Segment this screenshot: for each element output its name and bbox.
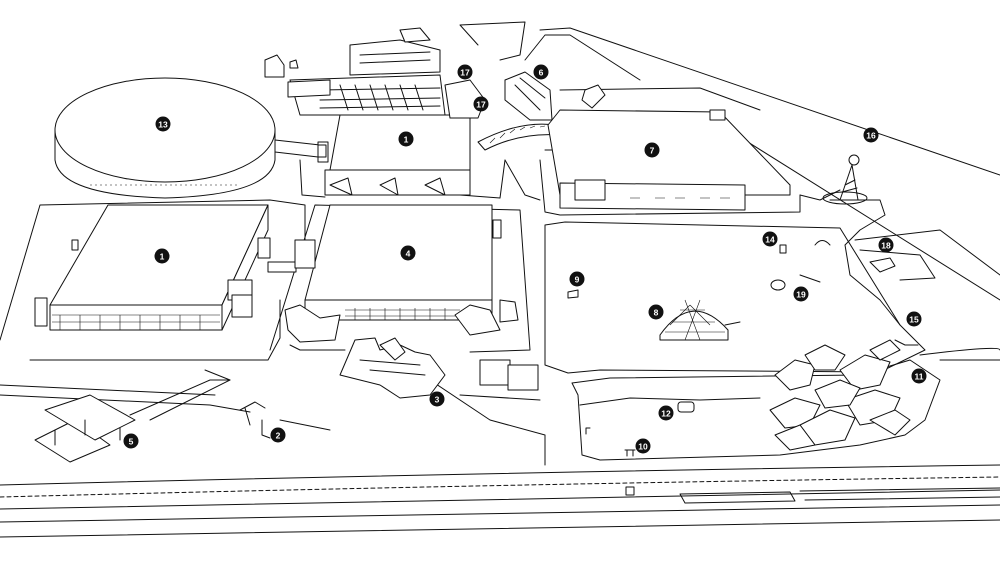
building-6-firestation[interactable]	[504, 71, 553, 121]
marker-12[interactable]: 12	[658, 405, 674, 421]
marker-circle	[644, 142, 660, 158]
building-13-arena[interactable]	[54, 77, 329, 199]
marker-9[interactable]: 9	[569, 271, 585, 287]
object-12[interactable]	[677, 401, 695, 413]
marker-circle	[457, 64, 473, 80]
marker-label: 10	[638, 442, 648, 452]
marker-label: 1	[404, 135, 409, 145]
marker-label: 5	[129, 437, 134, 447]
object-14[interactable]	[779, 244, 787, 254]
marker-circle	[648, 304, 664, 320]
marker-13[interactable]: 13	[155, 116, 171, 132]
marker-18[interactable]: 18	[878, 237, 894, 253]
marker-16[interactable]: 16	[863, 127, 879, 143]
north-complex[interactable]	[264, 27, 486, 119]
marker-label: 1	[160, 252, 165, 262]
object-18[interactable]	[869, 257, 896, 273]
marker-label: 14	[765, 235, 775, 245]
marker-10[interactable]: 10	[635, 438, 651, 454]
object-15[interactable]	[894, 339, 919, 346]
marker-label: 6	[539, 68, 544, 78]
building-1-hall-west[interactable]	[34, 204, 297, 331]
marker-circle	[569, 271, 585, 287]
marker-circle	[906, 311, 922, 327]
marker-circle	[911, 368, 927, 384]
marker-circle	[658, 405, 674, 421]
marker-5[interactable]: 5	[123, 433, 139, 449]
marker-label: 13	[158, 120, 168, 130]
marker-8[interactable]: 8	[648, 304, 664, 320]
marker-circle	[398, 131, 414, 147]
marker-label: 17	[460, 68, 470, 78]
building-5-pavilion[interactable]	[34, 369, 231, 463]
marker-6[interactable]: 6	[533, 64, 549, 80]
marker-15[interactable]: 15	[906, 311, 922, 327]
marker-circle	[635, 438, 651, 454]
marker-circle	[270, 427, 286, 443]
building-7-hall-east[interactable]	[547, 84, 791, 211]
object-9[interactable]	[567, 289, 579, 299]
marker-label: 3	[435, 395, 440, 405]
marker-label: 18	[881, 241, 891, 251]
marker-label: 2	[276, 431, 281, 441]
marker-19[interactable]: 19	[793, 286, 809, 302]
marker-circle	[123, 433, 139, 449]
object-19[interactable]	[770, 274, 821, 291]
marker-label: 11	[915, 372, 924, 382]
marker-1a[interactable]: 1	[154, 248, 170, 264]
tower-16[interactable]	[822, 154, 868, 205]
building-1-hall-north[interactable]	[317, 114, 471, 196]
object-arc	[814, 240, 831, 246]
marker-11[interactable]: 11	[911, 368, 927, 384]
marker-label: 16	[866, 131, 876, 141]
marker-4[interactable]: 4	[400, 245, 416, 261]
marker-label: 12	[661, 409, 671, 419]
marker-circle	[155, 116, 171, 132]
building-4-hall-central[interactable]	[284, 204, 519, 343]
building-3-museum[interactable]	[339, 337, 539, 399]
marker-14[interactable]: 14	[762, 231, 778, 247]
marker-label: 15	[909, 315, 919, 325]
marker-circle	[863, 127, 879, 143]
building-8-dome[interactable]	[659, 299, 741, 341]
marker-label: 4	[406, 249, 411, 259]
marker-1b[interactable]: 1	[398, 131, 414, 147]
sculpture-2[interactable]	[239, 401, 271, 439]
marker-label: 7	[650, 146, 655, 156]
marker-17a[interactable]: 17	[457, 64, 473, 80]
marker-circle	[533, 64, 549, 80]
railway	[0, 464, 1000, 538]
marker-label: 9	[575, 275, 580, 285]
marker-circle	[793, 286, 809, 302]
marker-circle	[400, 245, 416, 261]
marker-circle	[429, 391, 445, 407]
marker-7[interactable]: 7	[644, 142, 660, 158]
walkway-bridge[interactable]	[477, 123, 561, 151]
object-10[interactable]	[585, 427, 636, 457]
marker-label: 19	[796, 290, 806, 300]
marker-circle	[878, 237, 894, 253]
marker-circle	[762, 231, 778, 247]
marker-17b[interactable]: 17	[473, 96, 489, 112]
marker-2[interactable]: 2	[270, 427, 286, 443]
marker-3[interactable]: 3	[429, 391, 445, 407]
marker-circle	[473, 96, 489, 112]
marker-circle	[154, 248, 170, 264]
marker-label: 17	[476, 100, 486, 110]
marker-label: 8	[654, 308, 659, 318]
building-11-village[interactable]	[769, 339, 911, 451]
